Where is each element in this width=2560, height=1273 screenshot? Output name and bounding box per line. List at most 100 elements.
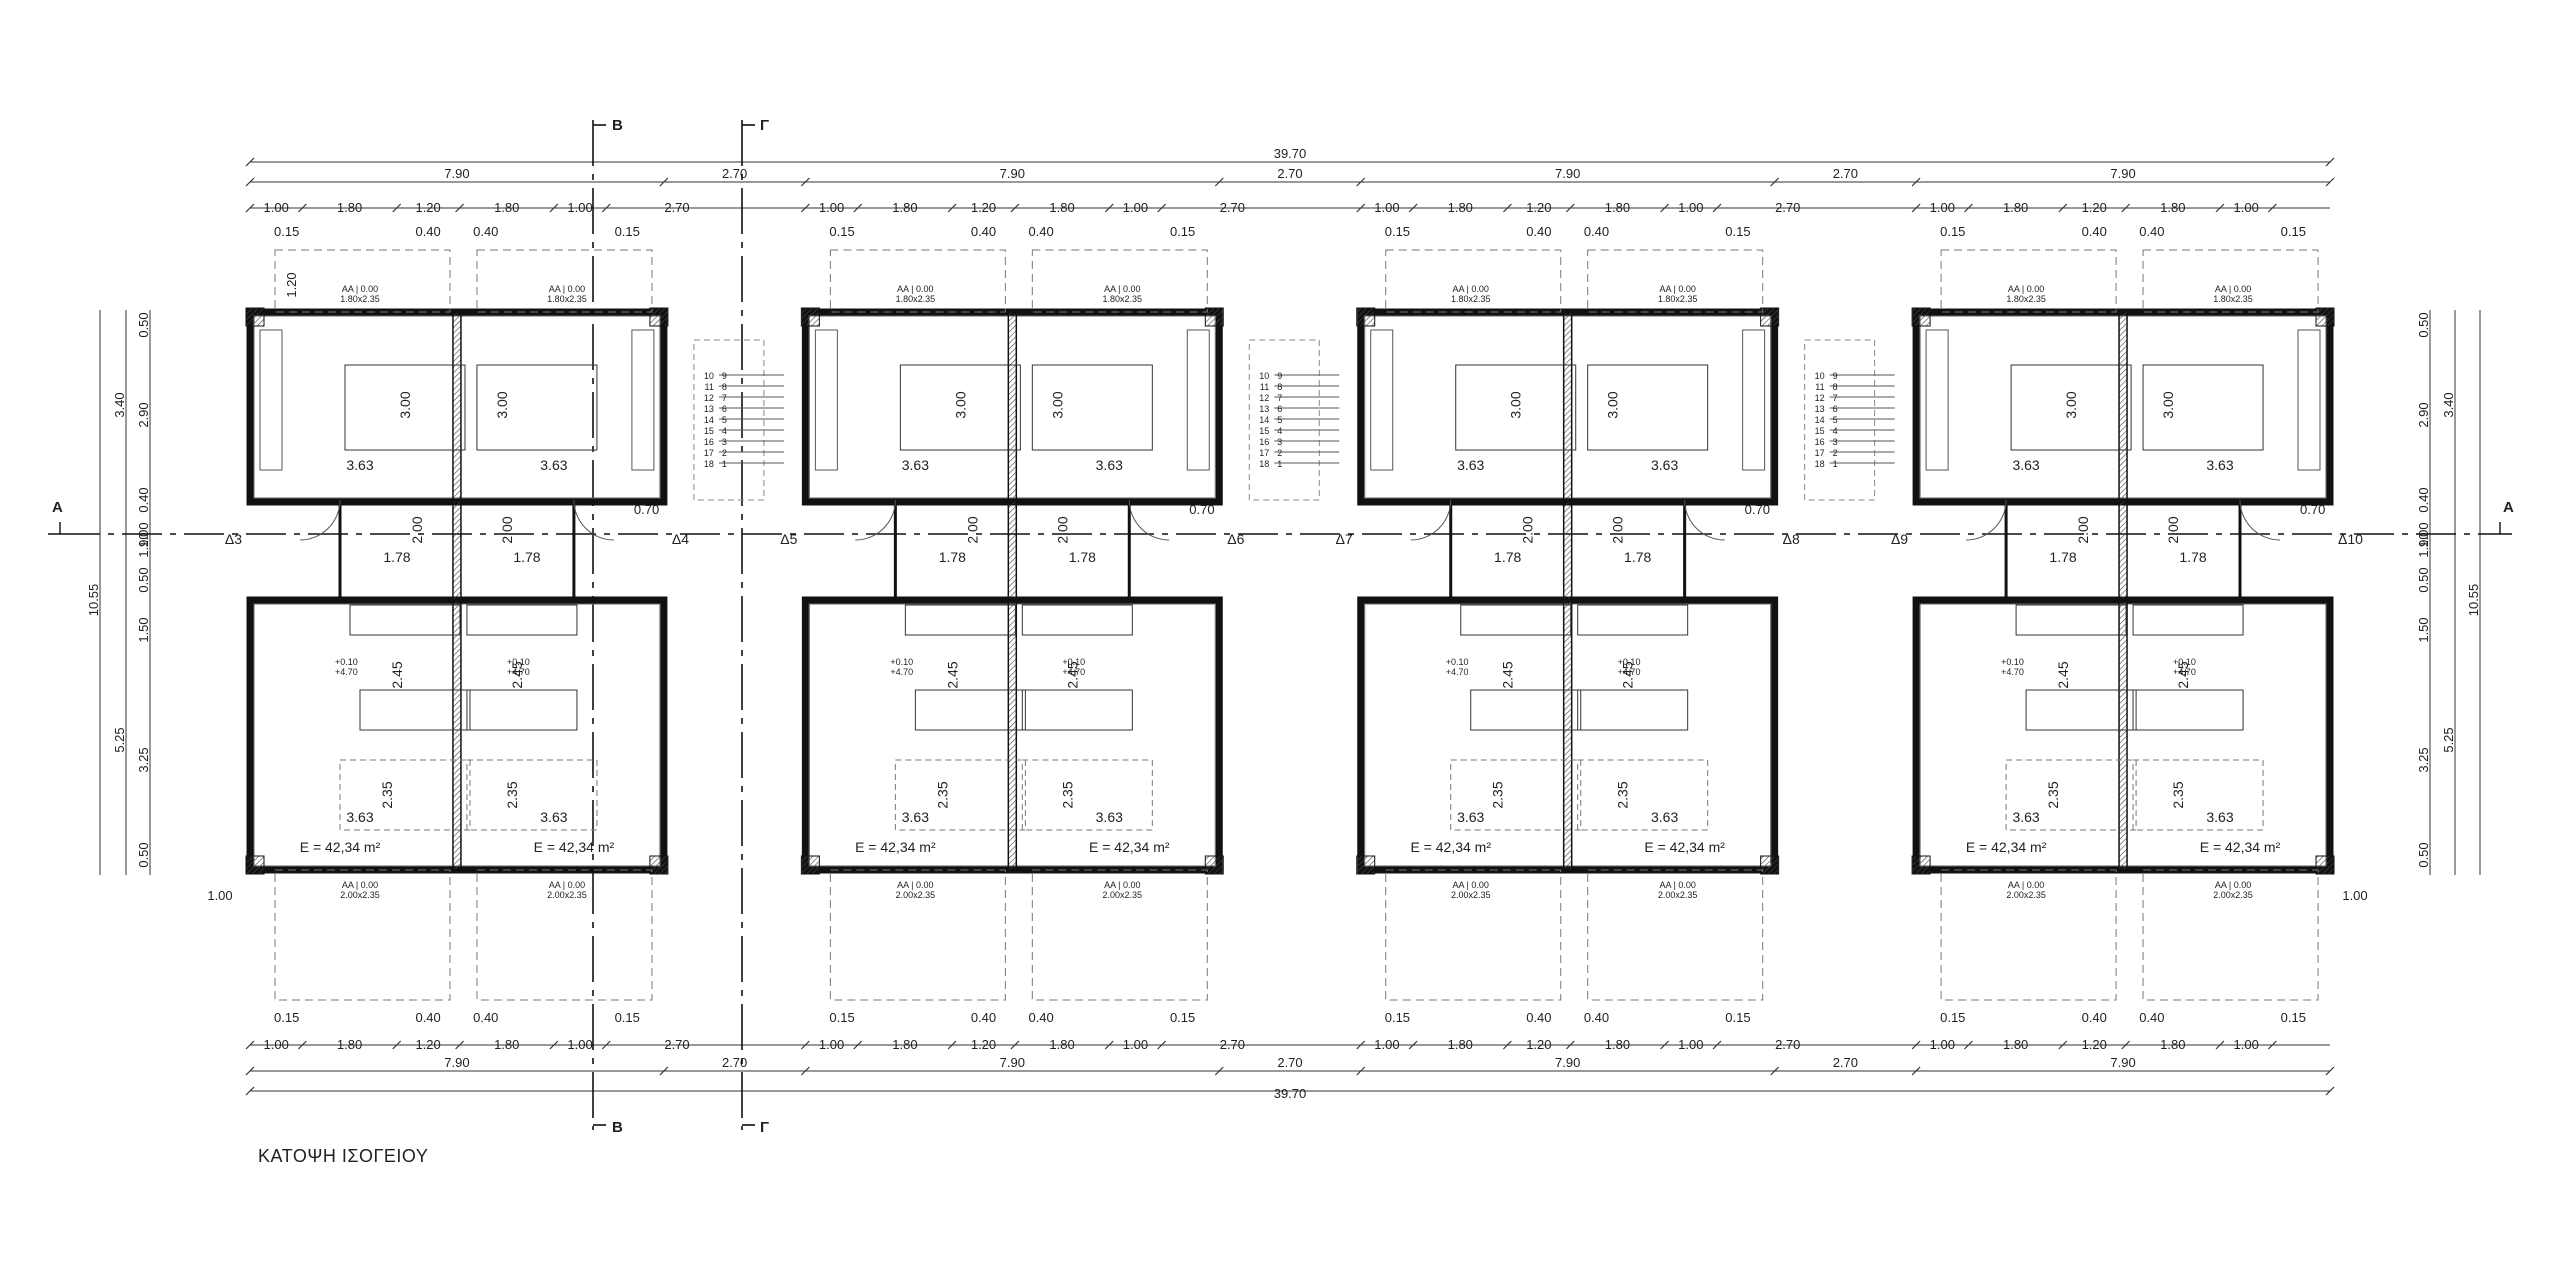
unit-width-label: 7.90 [1000, 166, 1025, 181]
dim-tick [2121, 203, 2131, 213]
dim-tick [1503, 203, 1512, 213]
living-depth-label: 2.45 [1500, 661, 1516, 688]
corner-column [649, 307, 669, 327]
stair-number-up: 11 [1260, 382, 1269, 392]
side-inner-label-left: 0.50 [136, 312, 151, 337]
dim-tick [1010, 1040, 1020, 1050]
dim-tick [1214, 177, 1224, 187]
stair-outline [1248, 339, 1320, 501]
unit-width-label: 7.90 [1000, 1055, 1025, 1070]
sub-dimension-label: 1.00 [264, 1037, 289, 1052]
gap-width-label: 2.70 [664, 200, 689, 215]
bath-depth-label: 2.00 [409, 516, 425, 543]
window-tag-top: ΑΑ | 0.00 [1453, 284, 1489, 294]
middle-link [338, 498, 576, 602]
window-offset-label: 0.15 [1940, 224, 1965, 239]
stair-number-down: 9 [1833, 371, 1838, 381]
top-left-canopy [1940, 249, 2117, 313]
sub-dimension-label: 1.00 [1678, 200, 1703, 215]
stair-number-down: 8 [722, 382, 727, 392]
window-offset-label: 0.15 [1940, 1010, 1965, 1025]
note-0-70: 0.70 [1745, 502, 1770, 517]
middle-link [1449, 498, 1687, 602]
stair-number-up: 12 [1815, 393, 1825, 403]
bath-width-label: 1.78 [939, 549, 966, 565]
dim-tick [549, 203, 559, 213]
window-offset-label: 0.15 [1385, 1010, 1410, 1025]
sub-dimension-label: 1.00 [819, 200, 844, 215]
bedroom-width-label: 3.63 [1457, 457, 1484, 473]
unit-width-label: 7.90 [444, 166, 469, 181]
window-size-bottom: 2.00x2.35 [896, 890, 936, 900]
kitchen-left [349, 604, 461, 636]
sub-dimension-label: 1.80 [1605, 200, 1630, 215]
window-offset-label: 0.15 [615, 224, 640, 239]
level-mark-a: +0.10 [1062, 657, 1085, 667]
stair-number-down: 1 [1277, 459, 1282, 469]
area-label: E = 42,34 m² [300, 839, 381, 855]
sub-dimension-label: 1.00 [1930, 200, 1955, 215]
gap-width-label: 2.70 [1277, 1055, 1302, 1070]
bath-width-label: 1.78 [2179, 549, 2206, 565]
sub-dimension-label: 1.00 [264, 200, 289, 215]
dim-tick [1356, 1040, 1366, 1050]
dim-tick [659, 177, 669, 187]
side-inner-label-right: 0.50 [2416, 312, 2431, 337]
side-inner-label-right: 1.00 [2416, 522, 2431, 547]
stair-number-up: 12 [1259, 393, 1269, 403]
dim-tick [1565, 1040, 1575, 1050]
bedroom-width-label: 3.63 [1096, 457, 1123, 473]
bottom-left-canopy [829, 869, 1006, 1001]
stair-number-up: 17 [1259, 448, 1269, 458]
dim-tick [1770, 1066, 1780, 1076]
stair-number-up: 17 [704, 448, 714, 458]
door-swing-left [1966, 499, 2007, 541]
dim-tick [1911, 177, 1921, 187]
dim-tick [245, 1086, 255, 1096]
side-dim-10-55-right: 10.55 [2466, 584, 2481, 617]
stair-number-up: 16 [1259, 437, 1269, 447]
bath-width-label: 1.78 [1624, 549, 1651, 565]
stair-number-up: 14 [1815, 415, 1825, 425]
stair-number-down: 9 [722, 371, 727, 381]
kitchen-left [1460, 604, 1572, 636]
stair-number-up: 16 [1815, 437, 1825, 447]
corner-column [1760, 307, 1780, 327]
sub-dimension-label: 1.00 [1930, 1037, 1955, 1052]
stair-number-down: 3 [1833, 437, 1838, 447]
sub-dimension-label: 1.80 [2003, 200, 2028, 215]
living-depth2-label: 2.35 [379, 781, 395, 808]
stair-number-up: 13 [704, 404, 714, 414]
level-mark-b: +4.70 [2001, 667, 2024, 677]
dim-tick [1911, 203, 1921, 213]
dim-tick [2058, 1040, 2068, 1050]
gap-width-label: 2.70 [664, 1037, 689, 1052]
living-depth-label: 2.45 [2175, 661, 2191, 688]
side-inner-label-right: 1.50 [2416, 617, 2431, 642]
window-offset-label: 0.15 [1385, 224, 1410, 239]
bedroom-depth-label: 3.00 [2160, 391, 2176, 418]
corner-dimension-left: 1.00 [207, 888, 232, 903]
window-tag-bottom: ΑΑ | 0.00 [1104, 880, 1140, 890]
dim-tick [800, 203, 810, 213]
window-size-bottom: 2.00x2.35 [1451, 890, 1491, 900]
side-inner-label-right: 0.50 [2416, 567, 2431, 592]
dim-tick [853, 1040, 863, 1050]
bedroom-depth-label: 3.00 [397, 391, 413, 418]
dim-tick [1770, 177, 1780, 187]
rug-left [894, 759, 1026, 831]
area-label: E = 42,34 m² [1966, 839, 2047, 855]
corner-column [800, 307, 820, 327]
wardrobe-right [631, 329, 655, 471]
living-depth-label: 2.45 [944, 661, 960, 688]
dim-tick [1503, 1040, 1512, 1050]
corner-dimension-right: 1.00 [2342, 888, 2367, 903]
wardrobe-left [259, 329, 283, 471]
window-tag-bottom: ΑΑ | 0.00 [2008, 880, 2044, 890]
door-swing-left [1410, 499, 1452, 541]
dim-tick [1104, 1040, 1114, 1050]
